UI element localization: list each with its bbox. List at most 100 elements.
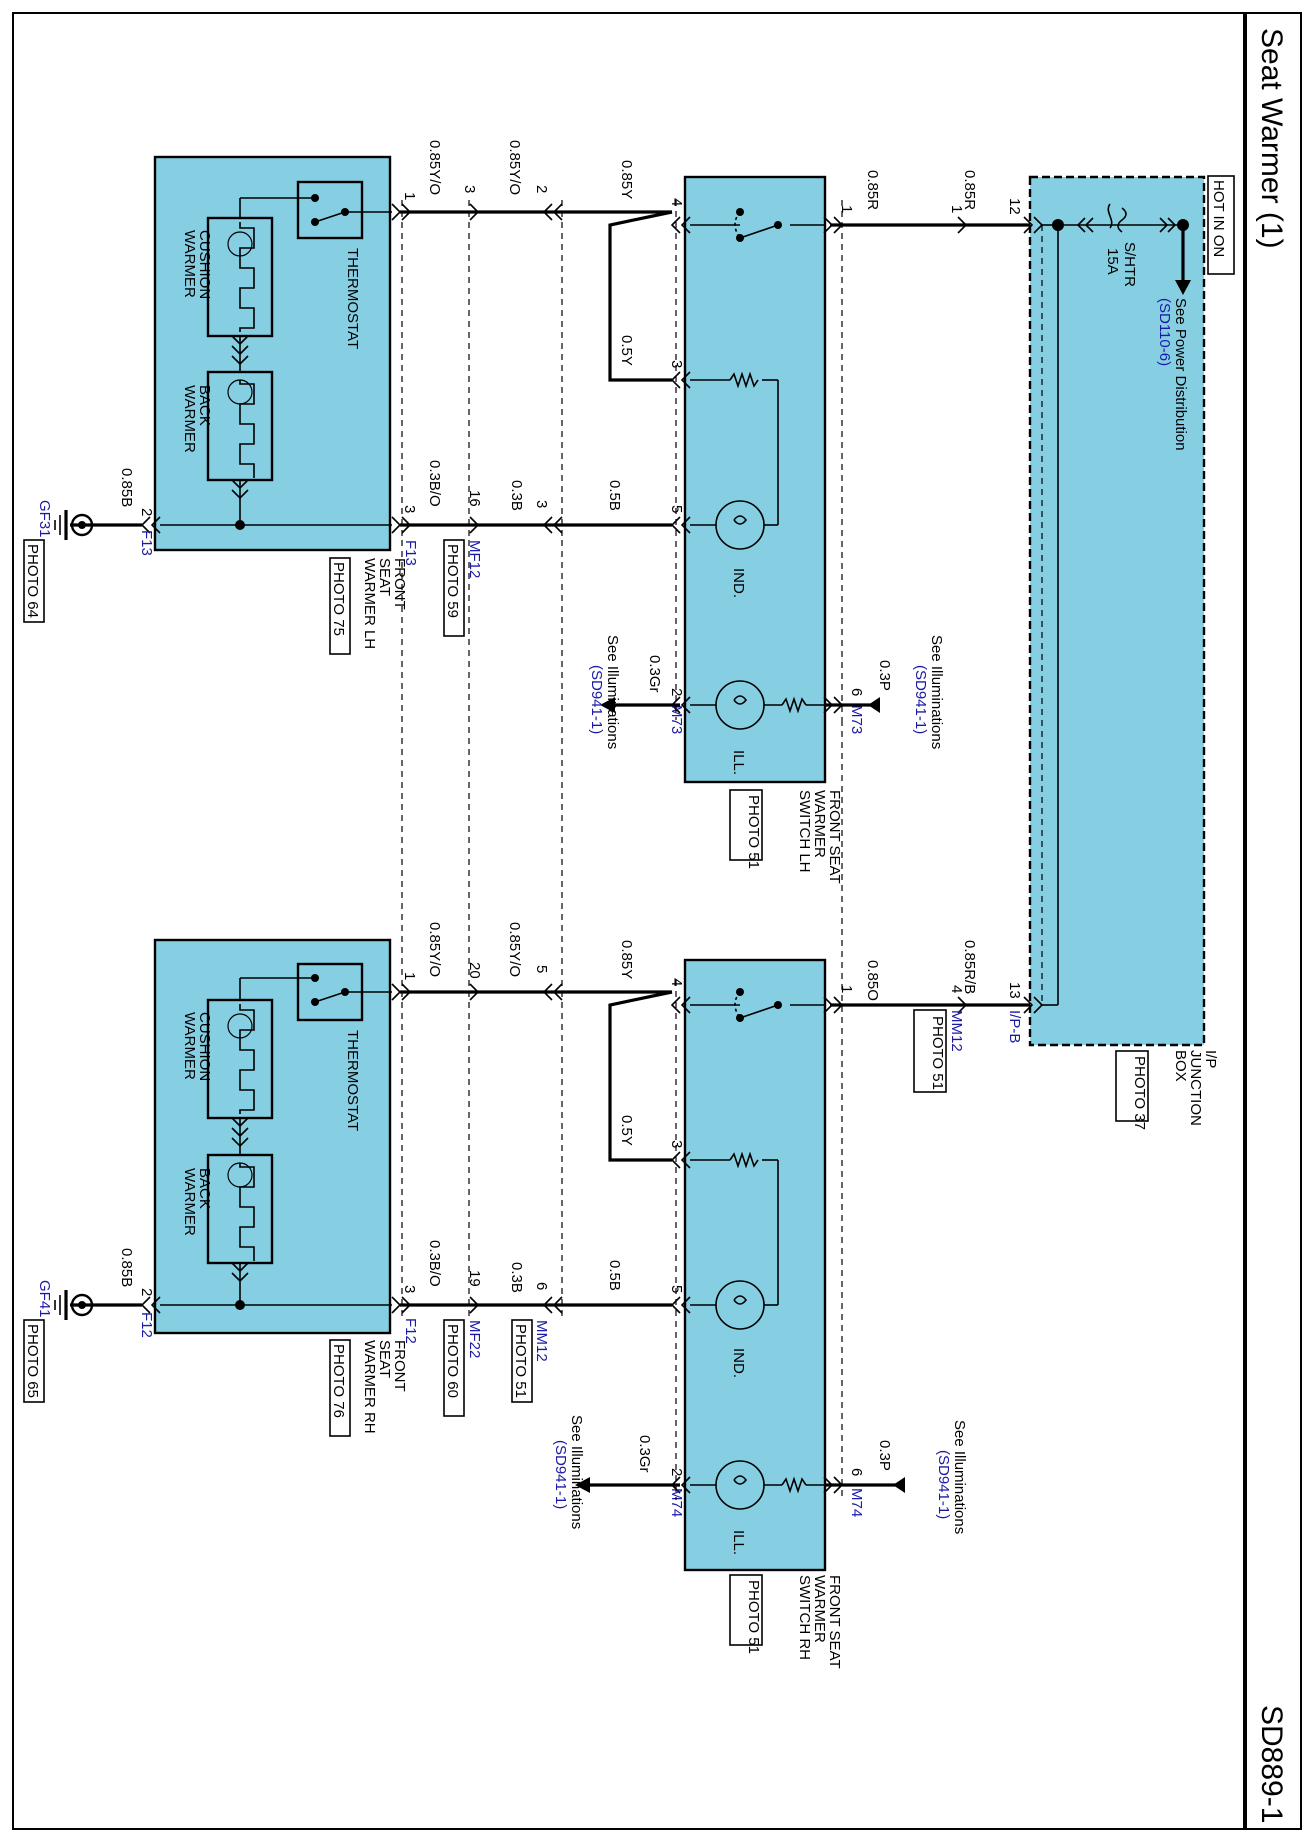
fuse-name: S/HTR	[1121, 242, 1138, 287]
lh-circuit: 12 0.85R 1 0.85R 1 IND. I	[23, 140, 1044, 884]
lh-cushion-label: CUSHION	[196, 230, 213, 299]
lh-switch-name: FRONT SEAT	[826, 790, 843, 884]
ground-icon	[54, 510, 94, 540]
rh-conn-sw-b[interactable]: M74	[848, 1488, 865, 1517]
lh-illum-ref-link-2[interactable]: (SD941-1)	[588, 665, 605, 734]
junction-box: HOT IN ON S/HTR 15A See Power Distributi…	[1028, 175, 1235, 1130]
jb-photo: PHOTO 37	[1131, 1056, 1148, 1130]
hot-in-on-label: HOT IN ON	[1210, 180, 1227, 257]
lh-switch-photo: PHOTO 51	[745, 795, 762, 869]
lh-pin-warmer-3: 3	[401, 505, 418, 513]
lh-wire-yo-warmer: 0.85Y/O	[426, 140, 443, 195]
jb-pin-13: 13	[1006, 982, 1023, 999]
rh-conn-mm[interactable]: MM12	[948, 1010, 965, 1052]
rh-pin-sw-2: 2	[668, 1468, 685, 1476]
lh-pin-in-power: 1	[948, 205, 965, 213]
rh-conn-mid-photo: PHOTO 60	[444, 1324, 461, 1398]
rh-wire-yo-warmer: 0.85Y/O	[426, 922, 443, 977]
lh-pin-mid-b-b: 16	[466, 490, 483, 507]
lh-cushion-label: WARMER	[181, 230, 198, 298]
lh-pin-mid-y-a: 2	[533, 185, 550, 193]
jb-conn-ipb[interactable]: I/P-B	[1006, 1010, 1023, 1043]
rh-wire-bo-warmer: 0.3B/O	[426, 1240, 443, 1287]
rh-back-label: BACK	[196, 1168, 213, 1209]
rh-circuit: 13 I/P-B 0.85R/B 4 MM12 PHOTO 51 0.85O 1…	[23, 225, 1044, 1669]
arrow-down-icon	[1175, 280, 1191, 295]
junction-box-name: I/P JUNCTION BOX PHOTO 37	[1115, 1050, 1219, 1130]
lh-cushion-box	[206, 216, 274, 338]
rh-conn-sw-a[interactable]: M74	[668, 1488, 685, 1517]
lh-pin-warmer-1: 1	[401, 192, 418, 200]
lh-pin-mid-y-b: 3	[461, 185, 478, 193]
rh-illum-ref-link[interactable]: (SD941-1)	[935, 1450, 952, 1519]
rh-pin-warmer-2: 2	[138, 1288, 155, 1296]
rh-wire-b-sw: 0.5B	[606, 1260, 623, 1291]
rh-conn-mm-photo: PHOTO 51	[929, 1016, 946, 1090]
rh-ground[interactable]: GF41	[36, 1280, 53, 1318]
lh-ground-photo: PHOTO 64	[24, 544, 41, 618]
rh-warmer-name: SEAT	[376, 1340, 393, 1378]
lh-switch-name: WARMER	[811, 790, 828, 858]
lh-pin-sw-2: 2	[668, 688, 685, 696]
lh-pin-sw-6: 6	[848, 688, 865, 696]
rh-cushion-box	[206, 998, 274, 1120]
rh-switch-name: WARMER	[811, 1575, 828, 1643]
rh-warmer-name: WARMER RH	[361, 1340, 378, 1434]
lh-illum-ref-text: See Illuminations	[928, 635, 945, 749]
lh-warmer-name: FRONT	[391, 558, 408, 610]
fuse-icon	[1117, 207, 1127, 233]
fuse-rating: 15A	[1104, 248, 1121, 275]
rh-conn-mm-b-photo: PHOTO 51	[512, 1324, 529, 1398]
rh-conn-mm-b[interactable]: MM12	[533, 1320, 550, 1362]
rh-switch-box	[683, 958, 827, 1572]
lh-back-label: WARMER	[181, 385, 198, 453]
power-ref-link[interactable]: (SD110-6)	[1156, 298, 1173, 366]
lh-wire-bo-warmer: 0.3B/O	[426, 460, 443, 507]
lh-wire-power: 0.85R	[864, 170, 881, 210]
rh-pin-sw-power: 1	[838, 985, 855, 993]
lh-back-label: BACK	[196, 385, 213, 426]
rh-wire-y-sw: 0.85Y	[618, 940, 635, 979]
jb-name-line: I/P	[1202, 1050, 1219, 1068]
rh-switch-name: SWITCH RH	[796, 1575, 813, 1660]
rh-conn-mid[interactable]: MF22	[466, 1320, 483, 1358]
rh-cushion-label: CUSHION	[196, 1012, 213, 1081]
rh-wire-power: 0.85O	[864, 960, 881, 1001]
lh-ground[interactable]: GF31	[36, 500, 53, 538]
lh-wire-ground: 0.85B	[118, 468, 135, 507]
lh-warmer-photo: PHOTO 75	[330, 562, 347, 636]
rh-wire-yo-mid: 0.85Y/O	[506, 922, 523, 977]
rh-pin-sw-6: 6	[848, 1468, 865, 1476]
arrow-left-icon	[600, 697, 615, 713]
lh-pin-sw-3: 3	[668, 360, 685, 368]
rh-pin-warmer-1: 1	[401, 972, 418, 980]
lh-conn-sw-b[interactable]: M73	[848, 705, 865, 734]
rh-wire-ill-p: 0.3P	[876, 1440, 893, 1471]
lh-wire-ill-gr: 0.3Gr	[646, 655, 663, 693]
rh-conn-warmer-b[interactable]: F12	[138, 1312, 155, 1338]
lh-conn-warmer-b[interactable]: F13	[138, 530, 155, 556]
lh-switch-box	[683, 175, 827, 784]
rh-conn-warmer-a[interactable]: F12	[402, 1318, 419, 1344]
lh-illum-ref-text-2: See Illuminations	[604, 635, 621, 749]
rh-pin-mid-y-a: 5	[533, 965, 550, 973]
lh-wire-b-sw: 0.5B	[606, 480, 623, 511]
rh-thermostat-label: THERMOSTAT	[344, 1030, 361, 1131]
rh-warmer-photo: PHOTO 76	[330, 1344, 347, 1418]
lh-wire-ill-p: 0.3P	[876, 660, 893, 691]
rh-pin-mid-b-a: 6	[533, 1282, 550, 1290]
rh-cushion-label: WARMER	[181, 1012, 198, 1080]
lh-ind-label: IND.	[730, 568, 747, 598]
rh-illum-ref-text: See Illuminations	[951, 1420, 968, 1534]
rh-illum-ref-link-2[interactable]: (SD941-1)	[552, 1440, 569, 1509]
rh-illum-ref-text-2: See Illuminations	[568, 1415, 585, 1529]
rh-pin-sw-3: 3	[668, 1140, 685, 1148]
rh-ill-label: ILL.	[730, 1530, 747, 1555]
lh-switch-name: SWITCH LH	[796, 790, 813, 873]
lh-conn-warmer-a[interactable]: F13	[402, 540, 419, 566]
rh-pin-in-power: 4	[948, 985, 965, 993]
lh-wire-yo-mid: 0.85Y/O	[506, 140, 523, 195]
jb-pin-12: 12	[1006, 198, 1023, 215]
lh-illum-ref-link[interactable]: (SD941-1)	[912, 665, 929, 734]
lh-conn-mid[interactable]: MF12	[466, 540, 483, 578]
